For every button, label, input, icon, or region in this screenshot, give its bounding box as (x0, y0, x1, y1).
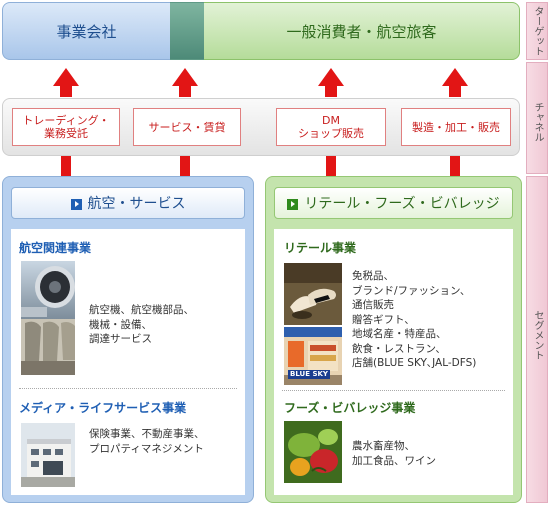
retail-line: 地域名産・特産品、 (352, 327, 476, 342)
channel-trading-line1: トレーディング・ (22, 114, 109, 127)
channel-manufacturing-label: 製造・加工・販売 (412, 121, 500, 134)
fashion-photo (284, 263, 342, 325)
section-aviation-business-text: 航空機、航空機部品、 機械・設備、 調達サービス (89, 303, 194, 347)
office-building-photo (21, 423, 75, 487)
retail-line: ブランド/ファッション、 (352, 284, 476, 299)
segment-retail-header: リテール・フーズ・ビバレッジ (274, 187, 513, 219)
vegetables-photo (284, 421, 342, 483)
section-foods-beverage-title: フーズ・ビバレッジ事業 (284, 399, 415, 416)
side-label-segment: セグメント (531, 290, 543, 380)
segment-aviation-title: 航空・サービス (88, 193, 186, 213)
segment-aviation-header: 航空・サービス (11, 187, 245, 219)
side-label-target: ターゲット (531, 4, 543, 58)
target-business-label: 事業会社 (56, 21, 116, 42)
channel-dm-shop: DM ショップ販売 (276, 108, 386, 146)
retail-line: 店舗(BLUE SKY､JAL-DFS) (352, 356, 476, 371)
section-retail-business-text: 免税品、 ブランド/ファッション、 通信販売 贈答ギフト、 地域名産・特産品、 … (352, 269, 476, 371)
retail-line: 通信販売 (352, 298, 476, 313)
channel-trading-line2: 業務受託 (22, 127, 109, 140)
segment-retail-title: リテール・フーズ・ビバレッジ (304, 193, 499, 213)
channel-dm-line2: ショップ販売 (298, 127, 364, 140)
aviation-line: 航空機、航空機部品、 (89, 303, 194, 318)
section-retail-business-title: リテール事業 (284, 239, 356, 256)
blue-sky-sign: BLUE SKY (288, 370, 330, 379)
target-consumers-label: 一般消費者・航空旅客 (286, 21, 436, 42)
store-photo: BLUE SKY (284, 327, 342, 385)
jet-engine-and-seats-photo (21, 261, 75, 375)
channel-manufacturing: 製造・加工・販売 (401, 108, 511, 146)
segment-aviation-body: 航空関連事業 航空機、航空機部品、 (11, 229, 245, 495)
section-aviation-business-title: 航空関連事業 (19, 239, 91, 256)
segment-retail-body: リテール事業 BLUE SKY 免 (274, 229, 513, 495)
retail-line: 贈答ギフト、 (352, 313, 476, 328)
target-consumers: 一般消費者・航空旅客 (204, 2, 520, 60)
section-media-life-title: メディア・ライフサービス事業 (19, 399, 186, 416)
bullet-arrow-icon (71, 199, 82, 210)
aviation-line: 調達サービス (89, 332, 194, 347)
aviation-line: 機械・設備、 (89, 318, 194, 333)
bullet-arrow-icon (287, 199, 298, 210)
aviation-photo (21, 261, 75, 375)
target-overlap-band (170, 2, 204, 60)
channel-service-label: サービス・賃貸 (149, 121, 226, 134)
foods-line: 加工食品、ワイン (352, 454, 436, 469)
section-divider (282, 390, 505, 391)
section-foods-beverage-text: 農水畜産物、 加工食品、ワイン (352, 439, 436, 468)
media-line: プロパティマネジメント (89, 442, 205, 457)
food-photo (284, 421, 342, 483)
channel-trading: トレーディング・ 業務受託 (12, 108, 120, 146)
channel-dm-line1: DM (298, 114, 364, 127)
media-line: 保険事業、不動産事業、 (89, 427, 205, 442)
foods-line: 農水畜産物、 (352, 439, 436, 454)
section-media-life-text: 保険事業、不動産事業、 プロパティマネジメント (89, 427, 205, 456)
segment-aviation-service: 航空・サービス 航空関連事業 (2, 176, 254, 503)
retail-line: 飲食・レストラン、 (352, 342, 476, 357)
section-divider (19, 388, 237, 389)
segment-retail-foods-beverage: リテール・フーズ・ビバレッジ リテール事業 B (265, 176, 522, 503)
channel-service-rental: サービス・賃貸 (133, 108, 241, 146)
side-label-channel: チャネル (531, 92, 543, 152)
retail-line: 免税品、 (352, 269, 476, 284)
target-business-company: 事業会社 (2, 2, 170, 60)
building-photo (21, 423, 75, 487)
shoes-photo (284, 263, 342, 325)
